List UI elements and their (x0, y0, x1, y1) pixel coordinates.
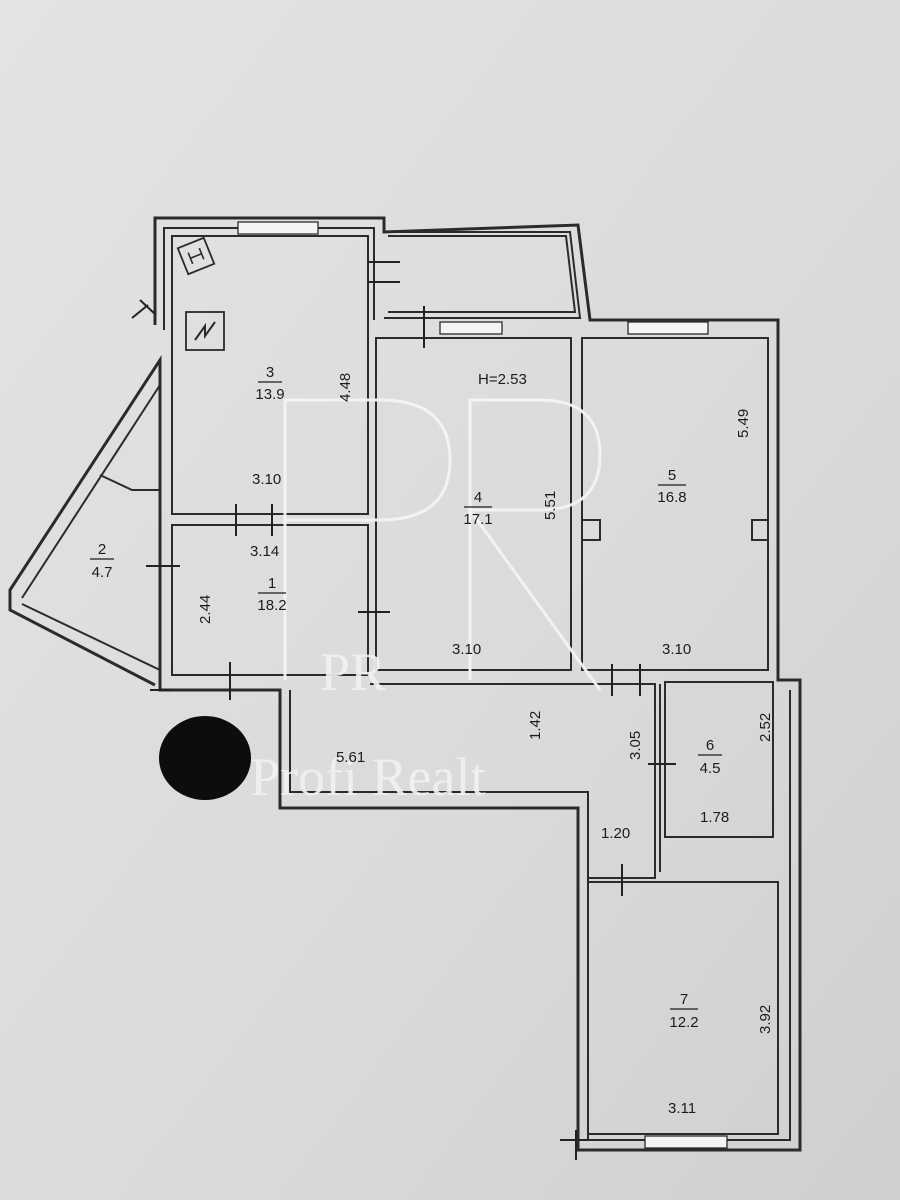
dim-room3-width: 3.10 (252, 471, 281, 488)
boiler-icon (176, 236, 216, 276)
room-number: 1 (268, 575, 276, 592)
room-1-outline (171, 524, 369, 676)
room-6-outline (664, 681, 774, 838)
balcony (384, 231, 582, 319)
dim-room3-height: 4.48 (337, 373, 354, 402)
room-5-nib-left (582, 519, 601, 541)
window-room-3 (237, 221, 319, 235)
room-label-1: 1 18.2 (257, 575, 286, 614)
dim-room6-width: 1.78 (700, 809, 729, 826)
room-number: 2 (98, 541, 106, 558)
room-label-5: 5 16.8 (657, 467, 686, 506)
door-markers (131, 261, 676, 1160)
watermark-monogram: PR (283, 398, 602, 702)
room-number: 7 (680, 991, 688, 1008)
electric-panel-icon (185, 311, 225, 351)
room-number: 4 (474, 489, 482, 506)
room-label-7: 7 12.2 (669, 991, 698, 1031)
dim-passage-height: 3.05 (627, 731, 644, 760)
room-area: 4.5 (700, 760, 721, 777)
room-area: 13.9 (255, 386, 284, 403)
dim-room7-height: 3.92 (757, 1005, 774, 1034)
room-label-3: 3 13.9 (255, 364, 284, 403)
window-room-7 (644, 1135, 728, 1149)
dim-room6-height: 2.52 (757, 713, 774, 742)
ceiling-height: H=2.53 (478, 371, 527, 388)
dim-room4-height: 5.51 (542, 491, 559, 520)
dim-room1-height: 2.44 (197, 595, 214, 624)
dim-room4-width: 3.10 (452, 641, 481, 658)
dim-corridor-width: 1.42 (527, 711, 544, 740)
room-area: 18.2 (257, 597, 286, 614)
room-3-outline (171, 235, 369, 515)
room-2-partition (99, 474, 160, 491)
dim-corridor-length: 5.61 (336, 749, 365, 766)
dim-passage-width: 1.20 (601, 825, 630, 842)
room-label-6: 6 4.5 (698, 737, 722, 777)
room-area: 16.8 (657, 489, 686, 506)
room-number: 5 (668, 467, 676, 484)
dim-room5-height: 5.49 (735, 409, 752, 438)
room-number: 3 (266, 364, 274, 381)
window-room-4 (439, 321, 503, 335)
room-7-outline (587, 881, 779, 1135)
watermark-text: Profi Realt (250, 747, 485, 807)
redaction-mark (159, 716, 251, 800)
room-area: 4.7 (92, 564, 113, 581)
dim-room5-width: 3.10 (662, 641, 691, 658)
room-5-nib-right (751, 519, 768, 541)
room-5-outline (581, 337, 769, 671)
room-label-4: 4 17.1 (463, 489, 492, 528)
room-number: 6 (706, 737, 714, 754)
dim-room7-width: 3.11 (668, 1100, 696, 1117)
room-area: 17.1 (463, 511, 492, 528)
room-area: 12.2 (669, 1014, 698, 1031)
dim-room1-width: 3.14 (250, 543, 279, 560)
window-room-5 (627, 321, 709, 335)
room-label-2: 2 4.7 (90, 541, 114, 581)
watermark-monogram-text: PR (320, 642, 386, 702)
